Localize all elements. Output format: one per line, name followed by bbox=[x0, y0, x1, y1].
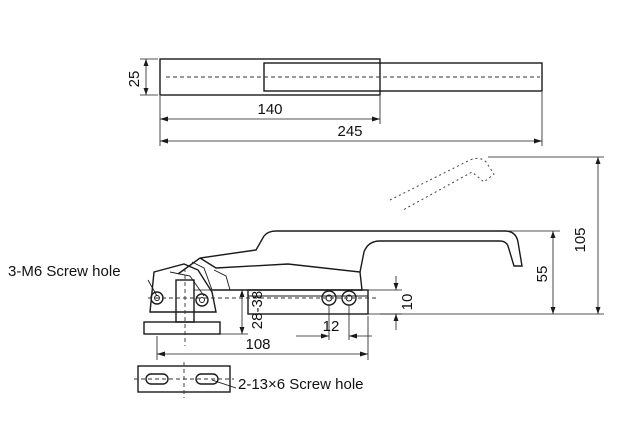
top-view-handle-bar bbox=[263, 62, 543, 92]
stem bbox=[175, 279, 195, 323]
dim-pin-height: 28-38 bbox=[194, 289, 266, 335]
top-view: 25 140 245 bbox=[126, 58, 543, 146]
side-view: 3-M6 Screw hole 28-38 12 bbox=[8, 156, 604, 360]
dim-lever-height: 55 bbox=[380, 230, 560, 315]
side-view-base-plate bbox=[247, 289, 369, 315]
top-view-base-plate bbox=[159, 58, 381, 96]
dim-total-height: 105 bbox=[488, 156, 604, 315]
m6-screw-hole-label: 3-M6 Screw hole bbox=[8, 263, 121, 280]
dim-base-width-label: 108 bbox=[245, 336, 270, 353]
dim-top-height: 25 bbox=[126, 58, 158, 96]
dim-top-width-total: 245 bbox=[160, 92, 543, 146]
slot-leader-line bbox=[211, 379, 237, 389]
dim-base-width: 108 bbox=[156, 316, 369, 360]
hook-body bbox=[149, 263, 217, 313]
lever-open-position bbox=[389, 157, 495, 211]
dim-pin-height-label: 28-38 bbox=[249, 291, 266, 329]
m6-leader-line bbox=[147, 279, 158, 297]
dim-lever-height-label: 55 bbox=[534, 266, 551, 283]
dim-hole-spacing-label: 12 bbox=[323, 318, 340, 335]
dim-top-width-short-label: 140 bbox=[257, 101, 282, 118]
foot-plate bbox=[143, 321, 221, 335]
slot-screw-hole-label: 2-13×6 Screw hole bbox=[238, 376, 364, 393]
dim-hole-offset-label: 10 bbox=[399, 294, 416, 311]
dim-hole-offset: 10 bbox=[368, 276, 416, 330]
dim-total-height-label: 105 bbox=[572, 227, 589, 252]
screw-hole-2 bbox=[195, 293, 209, 307]
slot-hole-1 bbox=[145, 373, 169, 385]
lever-closed bbox=[177, 230, 523, 291]
dim-top-width-short: 140 bbox=[159, 96, 381, 146]
dim-top-width-total-label: 245 bbox=[337, 123, 362, 140]
bottom-plate-view: 2-13×6 Screw hole bbox=[134, 362, 364, 398]
dim-top-height-label: 25 bbox=[126, 71, 143, 88]
dim-hole-spacing: 12 bbox=[296, 305, 372, 340]
